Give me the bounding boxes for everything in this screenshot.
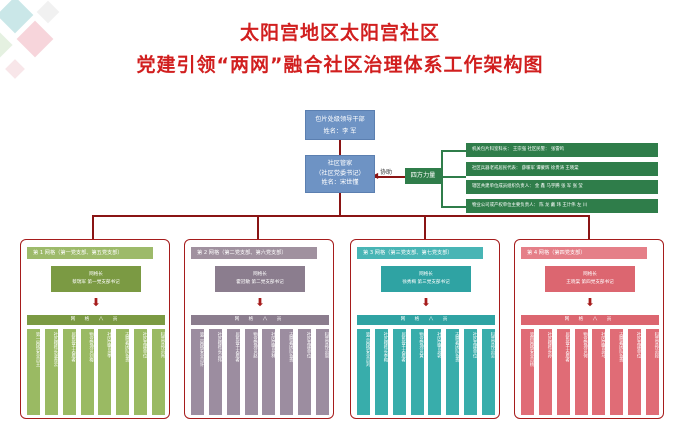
- secretary-name: 姓名：宋世懂: [321, 179, 359, 186]
- secretary-role: 社区管家: [327, 160, 353, 167]
- network-header: 第 3 网格（第三党支部、第七党支部）: [357, 247, 483, 259]
- member-column: 科普宣传员周: [315, 329, 329, 415]
- leader-box: 包片处级领导干部 姓名：李 军: [305, 110, 375, 140]
- members-label: 网 格 八 员: [357, 315, 495, 325]
- member-column: 第二网格安全员许: [191, 329, 204, 415]
- member-column: 居民骨干志愿者: [392, 329, 406, 415]
- member-column: 居民骨干志愿者: [556, 329, 570, 415]
- connector-line: [441, 206, 466, 208]
- title-line-2: 党建引领“两网”融合社区治理体系工作架构图: [136, 54, 544, 76]
- member-column: 社区共建单位: [464, 329, 478, 415]
- member-column: 第三网格安全员刘: [357, 329, 370, 415]
- members-row: 第二网格安全员许 社区楼栋长吕伟 居民骨干志愿者 物业管理员赵 社区民警员林 志…: [191, 329, 329, 415]
- member-column: 志愿者团队负责: [116, 329, 130, 415]
- connector-line: [441, 176, 466, 178]
- connector-line: [339, 140, 341, 155]
- member-column: 第四网格安全员杨: [521, 329, 534, 415]
- member-column: 社区民警员李: [98, 329, 112, 415]
- member-column: 第一网格安全员王: [27, 329, 40, 415]
- party-row: 机关包片科室科长： 王宗强 社区民警： 张雷鸣: [466, 143, 658, 157]
- network-panel-3: 第 3 网格（第三党支部、第七党支部） 网格长 徐秀梅 第三党支部书记 ⬇ 网 …: [350, 239, 500, 419]
- member-column: 社区民警员郭: [428, 329, 442, 415]
- network-chief-title: 网格长: [583, 272, 597, 277]
- member-column: 社区民警员林: [262, 329, 276, 415]
- party-row: 社区兵器老戒居民代表： 薛暖军 谭蒙辉 徐贵涛 王晓棠: [466, 162, 658, 176]
- assist-label: 协助: [380, 169, 393, 176]
- member-column: 社区民警员马: [592, 329, 606, 415]
- member-column: 居民骨干志愿者: [226, 329, 240, 415]
- member-column: 志愿者团队负责: [610, 329, 624, 415]
- secretary-box: 社区管家 （社区党委书记） 姓名：宋世懂: [305, 155, 375, 193]
- network-chief-box: 网格长 王晓棠 第四党支部书记: [545, 266, 635, 292]
- member-column: 社区楼栋长孙: [538, 329, 552, 415]
- network-chief-name: 蔡瑞军 第一党支部书记: [72, 280, 120, 285]
- four-party-box: 四方力量: [405, 168, 441, 184]
- arrow-down-icon: ⬇: [421, 296, 431, 309]
- network-panel-2: 第 2 网格（第二党支部、第六党支部） 网格长 霍冠敏 第二党支部书记 ⬇ 网 …: [184, 239, 334, 419]
- member-column: 社区楼栋长吕伟: [208, 329, 222, 415]
- network-panel-1: 第 1 网格（第一党支部、第五党支部） 网格长 蔡瑞军 第一党支部书记 ⬇ 网 …: [20, 239, 170, 419]
- network-header: 第 2 网格（第二党支部、第六党支部）: [191, 247, 317, 259]
- connector-line: [424, 215, 426, 239]
- member-column: 社区楼栋长李梅: [374, 329, 388, 415]
- members-row: 第一网格安全员王 社区楼栋长张青云 居民骨干志愿者 物业管理员刘梅 社区民警员李…: [27, 329, 165, 415]
- network-chief-name: 霍冠敏 第二党支部书记: [236, 280, 284, 285]
- network-chief-title: 网格长: [253, 272, 267, 277]
- connector-line: [441, 150, 466, 152]
- title-line-1: 太阳宫地区太阳宫社区: [239, 22, 440, 44]
- member-column: 居民骨干志愿者: [62, 329, 76, 415]
- network-header: 第 4 网格（第四党支部）: [521, 247, 647, 259]
- secretary-sub: （社区党委书记）: [315, 169, 365, 177]
- arrow-down-icon: ⬇: [91, 296, 101, 309]
- connector-line: [257, 215, 259, 239]
- members-label: 网 格 八 员: [27, 315, 165, 325]
- member-column: 社区共建单位: [298, 329, 312, 415]
- member-column: 社区楼栋长张青云: [44, 329, 58, 415]
- network-chief-box: 网格长 蔡瑞军 第一党支部书记: [51, 266, 141, 292]
- members-label: 网 格 八 员: [521, 315, 659, 325]
- network-chief-title: 网格长: [419, 272, 433, 277]
- members-row: 第三网格安全员刘 社区楼栋长李梅 居民骨干志愿者 物业管理员黄 社区民警员郭 志…: [357, 329, 495, 415]
- arrow-down-icon: ⬇: [585, 296, 595, 309]
- arrow-left-icon: ◀: [372, 171, 379, 180]
- party-row: 物业公司或产权单位主要负责人： 陈 龙 戴 玮 王计伟 左 川: [466, 199, 658, 213]
- member-column: 科普宣传员段: [645, 329, 659, 415]
- members-row: 第四网格安全员杨 社区楼栋长孙 居民骨干志愿者 物业管理员何 社区民警员马 志愿…: [521, 329, 659, 415]
- connector-line: [339, 193, 341, 215]
- network-header: 第 1 网格（第一党支部、第五党支部）: [27, 247, 153, 259]
- member-column: 科普宣传员肖: [151, 329, 165, 415]
- member-column: 物业管理员刘梅: [80, 329, 94, 415]
- leader-name: 姓名：李 军: [323, 128, 357, 135]
- network-chief-name: 徐秀梅 第三党支部书记: [402, 280, 450, 285]
- network-panel-4: 第 4 网格（第四党支部） 网格长 王晓棠 第四党支部书记 ⬇ 网 格 八 员 …: [514, 239, 664, 419]
- member-column: 物业管理员黄: [410, 329, 424, 415]
- member-column: 社区共建单位: [628, 329, 642, 415]
- members-label: 网 格 八 员: [191, 315, 329, 325]
- member-column: 社区共建单位: [134, 329, 148, 415]
- member-column: 物业管理员赵: [244, 329, 258, 415]
- connector-line: [588, 215, 590, 239]
- connector-line: [92, 215, 589, 217]
- assist-arrow-line: [375, 176, 405, 178]
- member-column: 志愿者团队负责: [446, 329, 460, 415]
- network-chief-name: 王晓棠 第四党支部书记: [566, 280, 614, 285]
- party-row: 辖区共建单位成员组织负责人： 金 鑫 马宇腾 张 军 张 莹: [466, 180, 658, 194]
- network-chief-box: 网格长 霍冠敏 第二党支部书记: [215, 266, 305, 292]
- member-column: 物业管理员何: [574, 329, 588, 415]
- leader-role: 包片处级领导干部: [315, 116, 365, 123]
- network-chief-box: 网格长 徐秀梅 第三党支部书记: [381, 266, 471, 292]
- member-column: 志愿者团队负责: [280, 329, 294, 415]
- arrow-down-icon: ⬇: [255, 296, 265, 309]
- connector-line: [92, 215, 94, 239]
- network-chief-title: 网格长: [89, 272, 103, 277]
- member-column: 科普宣传员吴: [481, 329, 495, 415]
- connector-line: [441, 150, 443, 206]
